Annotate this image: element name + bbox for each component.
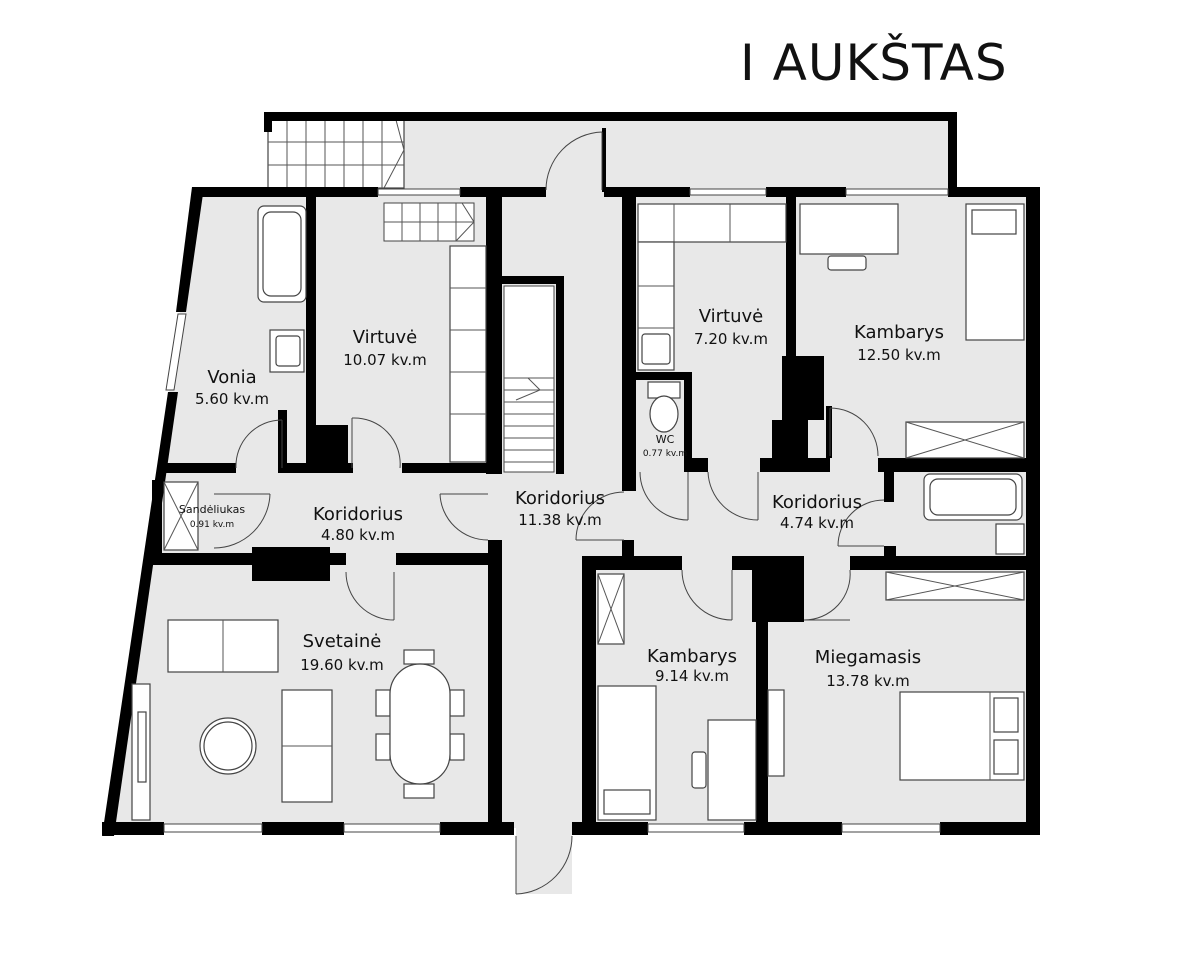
virtuve-right-door	[707, 471, 759, 521]
svetaine-door	[345, 571, 395, 621]
wc-fixtures	[647, 381, 681, 433]
room-label-vonia-name: Vonia	[207, 367, 256, 388]
room-label-virtuve-right-area: 7.20 kv.m	[694, 330, 768, 348]
room-label-wc-name: WC	[656, 433, 675, 446]
main-floor	[110, 193, 1032, 828]
kambarys-top-fixtures	[799, 203, 1025, 459]
kambarys-top-door	[829, 407, 879, 457]
balcony-door	[545, 131, 603, 191]
windows	[163, 188, 949, 833]
virtuve-left-door	[351, 417, 401, 469]
room-label-koridorius-left-name: Koridorius	[313, 504, 403, 525]
entrance-floor	[516, 828, 572, 894]
room-label-virtuve-right-name: Virtuvė	[699, 306, 764, 327]
floor-title: I AUKŠTAS	[740, 33, 1008, 92]
room-label-miegamasis-name: Miegamasis	[815, 647, 921, 668]
svetaine-furniture	[131, 619, 465, 821]
room-label-sandeliukas-area: 0.91 kv.m	[190, 520, 234, 530]
room-label-kambarys-top-name: Kambarys	[854, 322, 944, 343]
entrance-door	[515, 835, 573, 895]
room-label-virtuve-left-area: 10.07 kv.m	[343, 351, 427, 369]
vonia-door	[235, 419, 283, 469]
miegamasis-furniture	[767, 571, 1025, 781]
room-label-svetaine-area: 19.60 kv.m	[300, 656, 384, 674]
kambarys-bottom-furniture	[597, 573, 757, 821]
bath-right-door	[837, 499, 885, 547]
walls	[102, 112, 1040, 836]
bath-right-fixtures	[923, 473, 1025, 555]
room-label-koridorius-center-name: Koridorius	[515, 488, 605, 509]
room-label-vonia-area: 5.60 kv.m	[195, 390, 269, 408]
room-label-kambarys-bottom-area: 9.14 kv.m	[655, 667, 729, 685]
room-label-svetaine-name: Svetainė	[303, 631, 382, 652]
virtuve-right-fixtures	[637, 203, 787, 371]
balcony-stairs	[267, 119, 405, 189]
central-stairs	[503, 285, 555, 473]
wc-door	[639, 471, 689, 521]
vonia-fixtures	[257, 205, 307, 373]
miegamasis-door	[803, 569, 851, 621]
room-label-kambarys-top-area: 12.50 kv.m	[857, 346, 941, 364]
room-label-sandeliukas-name: Sandėliukas	[179, 503, 245, 516]
room-label-koridorius-right-name: Koridorius	[772, 492, 862, 513]
room-label-koridorius-left-area: 4.80 kv.m	[321, 526, 395, 544]
room-label-koridorius-right-area: 4.74 kv.m	[780, 514, 854, 532]
kitchen-left-stairs	[383, 202, 475, 242]
virtuve-left-counter	[449, 245, 487, 463]
room-label-kambarys-bottom-name: Kambarys	[647, 646, 737, 667]
kambarys-bottom-door	[681, 569, 733, 621]
corridor-right-door	[575, 491, 625, 541]
room-label-wc-area: 0.77 kv.m	[643, 449, 687, 459]
sandeliukas-door	[213, 493, 271, 549]
sandeliukas-fixtures	[163, 481, 199, 551]
room-label-virtuve-left-name: Virtuvė	[353, 327, 418, 348]
room-label-koridorius-center-area: 11.38 kv.m	[518, 511, 602, 529]
corridor-left-door	[439, 493, 489, 541]
doors	[213, 131, 885, 895]
room-label-miegamasis-area: 13.78 kv.m	[826, 672, 910, 690]
